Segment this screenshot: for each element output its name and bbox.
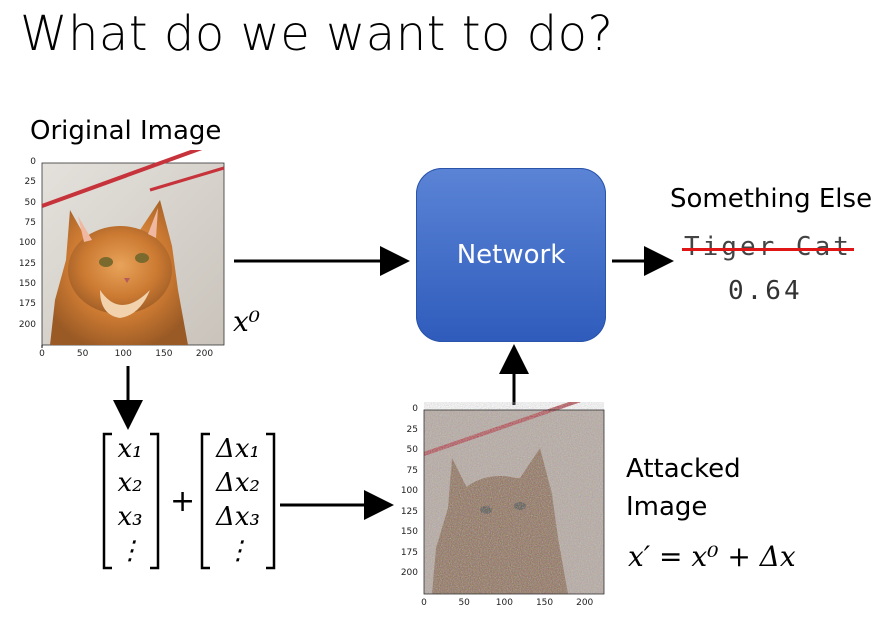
- vector-dx: Δx₁ Δx₂ Δx₃ ⋮: [206, 432, 270, 568]
- original-image-label: Original Image: [30, 116, 222, 146]
- bracket-left-x: [102, 432, 112, 570]
- page-title: What do we want to do?: [20, 6, 614, 62]
- x-tick-label: 200: [195, 349, 214, 359]
- x-tick-label: 50: [458, 598, 470, 608]
- vector-x-entry: ⋮: [117, 536, 143, 566]
- vector-dx-entry: Δx₂: [216, 468, 260, 498]
- y-tick-label: 125: [400, 506, 418, 517]
- attacked-image-plot: [396, 390, 616, 614]
- attacked-label-line2: Image: [626, 492, 708, 522]
- y-tick-label: 200: [400, 568, 418, 579]
- y-tick-label: 50: [406, 445, 418, 456]
- x0-label: x⁰: [233, 305, 261, 338]
- x-tick-label: 0: [421, 598, 427, 608]
- vector-x-entry: x₁: [117, 434, 143, 464]
- struck-label-text: Tiger Cat: [684, 232, 852, 262]
- x-tick-label: 50: [76, 349, 89, 359]
- bracket-right-dx: [266, 432, 276, 570]
- x-tick-label: 100: [114, 349, 132, 359]
- y-tick-label: 75: [24, 217, 36, 228]
- y-tick-label: 175: [400, 547, 418, 558]
- vector-dx-entry: Δx₁: [216, 434, 260, 464]
- strike-line: [682, 247, 854, 251]
- vector-x-entry: x₃: [117, 502, 143, 532]
- attack-equation: x′ = x⁰ + Δx: [628, 540, 796, 573]
- y-tick-label: 200: [18, 319, 36, 330]
- y-tick-label: 50: [24, 197, 36, 208]
- vector-x-entry: x₂: [117, 468, 143, 498]
- original-image-plot: [0, 138, 240, 370]
- struck-label: Tiger Cat: [682, 232, 854, 262]
- y-tick-label: 100: [400, 486, 418, 497]
- y-tick-label: 0: [412, 404, 418, 414]
- y-tick-label: 25: [24, 177, 36, 188]
- original-cat-image: [41, 138, 225, 348]
- attacked-cat-image: [423, 390, 605, 595]
- x-tick-label: 200: [576, 598, 594, 608]
- network-box: Network: [416, 168, 606, 342]
- output-title: Something Else: [670, 184, 873, 214]
- network-label: Network: [456, 240, 566, 270]
- vector-dx-entry: ⋮: [225, 536, 251, 566]
- y-tick-label: 125: [18, 258, 36, 269]
- y-tick-label: 150: [400, 527, 418, 538]
- bracket-left-dx: [200, 432, 210, 570]
- vector-x: x₁ x₂ x₃ ⋮: [108, 432, 152, 568]
- x-tick-label: 150: [535, 598, 554, 608]
- attacked-label-line1: Attacked: [626, 454, 741, 484]
- plus-sign: +: [170, 484, 196, 519]
- y-tick-label: 175: [18, 299, 36, 310]
- y-tick-label: 75: [406, 465, 418, 476]
- x-tick-label: 150: [155, 349, 173, 359]
- x-tick-label: 0: [39, 349, 45, 359]
- y-tick-label: 150: [18, 278, 36, 289]
- y-tick-label: 100: [18, 238, 36, 249]
- bracket-right-x: [150, 432, 160, 570]
- vector-dx-entry: Δx₃: [216, 502, 260, 532]
- x-tick-label: 100: [495, 598, 513, 608]
- confidence-value: 0.64: [728, 276, 803, 306]
- y-tick-label: 0: [30, 157, 36, 167]
- y-tick-label: 25: [406, 424, 418, 435]
